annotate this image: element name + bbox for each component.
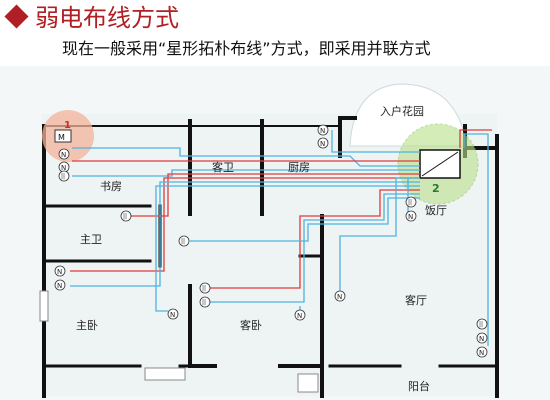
- cable-guestbed-1: [210, 189, 420, 289]
- room-balcony-label: 阳台: [408, 379, 430, 393]
- socket-p-label: ||: [479, 321, 483, 328]
- socket-n-study-1: [58, 148, 70, 160]
- room-garden-label: 入户花园: [380, 104, 424, 118]
- slide-header: 弱电布线方式 现在一般采用“星形拓朴布线”方式，即采用并联方式: [0, 0, 550, 66]
- room-living-label: 客厅: [405, 293, 427, 307]
- cable-garden-red: [459, 129, 492, 148]
- slide-title: 弱电布线方式: [35, 4, 179, 32]
- socket-n-label: N: [57, 282, 62, 290]
- socket-n-label: N: [337, 293, 342, 301]
- socket-p-dining: [405, 196, 417, 208]
- phone-socket-labels: || || || || || || ||: [61, 173, 483, 328]
- marker-1-label: 1: [64, 120, 71, 131]
- network-sockets: [54, 124, 488, 358]
- socket-n-label: N: [61, 151, 66, 159]
- socket-p-guestbath: [178, 235, 190, 247]
- cable-study-phone: [72, 169, 420, 177]
- cable-masterbed-2: [70, 181, 420, 287]
- window-west: [39, 290, 49, 322]
- socket-n-label: N: [320, 127, 325, 135]
- socket-p-guestbed-1: [199, 282, 211, 294]
- room-study-label: 书房: [100, 180, 122, 193]
- socket-p-guestbed-2: [199, 296, 211, 308]
- socket-p-living: [476, 318, 488, 330]
- socket-n-living-3: [476, 346, 488, 358]
- socket-n-guestbed: [294, 309, 306, 321]
- socket-n-masterbed-3: [167, 308, 179, 320]
- room-master-bed-label: 主卧: [76, 319, 98, 332]
- cable-masterbed-n: [155, 185, 420, 312]
- cable-bundle: [70, 129, 492, 346]
- room-kitchen-label: 厨房: [288, 161, 310, 174]
- cable-kitchen-n: [331, 130, 420, 153]
- socket-p-label: ||: [181, 238, 185, 245]
- room-labels: 书房 主卫 主卧 客卫 厨房 客卧 客厅 饭厅 入户花园 阳台: [76, 104, 447, 393]
- cable-guestbed-3: [190, 197, 420, 242]
- socket-n-label: N: [61, 164, 66, 172]
- socket-p-label: ||: [202, 299, 206, 306]
- cable-bath: [130, 173, 420, 217]
- title-bullet-icon: [4, 4, 29, 29]
- socket-p-label: ||: [61, 173, 65, 180]
- room-master-bath-label: 主卫: [80, 233, 102, 246]
- window-south-b: [297, 373, 319, 393]
- phone-sockets: [58, 170, 488, 330]
- socket-n-masterbed-1: [54, 265, 66, 277]
- socket-p-study: [58, 170, 70, 182]
- main-box-icon: [54, 129, 72, 143]
- socket-n-masterbed-2: [54, 279, 66, 291]
- socket-n-dining: [405, 210, 417, 222]
- socket-n-living-1: [334, 290, 346, 302]
- socket-n-kitchen-2: [317, 137, 329, 149]
- socket-n-label: N: [170, 311, 175, 319]
- room-dining-label: 饭厅: [425, 204, 447, 217]
- socket-n-kitchen-1: [317, 124, 329, 136]
- socket-n-label: N: [297, 312, 302, 320]
- socket-p-label: ||: [202, 285, 206, 292]
- socket-n-label: N: [320, 140, 325, 148]
- main-box-label: M: [58, 133, 65, 142]
- socket-n-label: N: [57, 268, 62, 276]
- socket-n-label: N: [479, 335, 484, 343]
- cable-masterbed-1: [70, 177, 420, 272]
- window-south-a: [144, 367, 186, 381]
- floor-plan-diagram: 1 M 2: [0, 66, 550, 400]
- room-guest-bath-label: 客卫: [212, 160, 234, 174]
- cable-living-n: [339, 177, 420, 294]
- socket-n-label: N: [408, 213, 413, 221]
- room-guest-bed-label: 客卧: [240, 318, 262, 332]
- socket-n-living-2: [476, 332, 488, 344]
- cable-study-n1: [72, 147, 420, 167]
- network-socket-labels: N N N N N N N N N N N N: [57, 127, 484, 357]
- socket-n-label: N: [479, 349, 484, 357]
- marker-2-label: 2: [432, 182, 440, 195]
- cable-guestbed-2: [210, 193, 420, 303]
- socket-p-bath: [120, 210, 132, 222]
- cable-living-right: [463, 133, 489, 346]
- hub-box-diagonal: [421, 151, 459, 177]
- slide-subtitle: 现在一般采用“星形拓朴布线”方式，即采用并联方式: [62, 39, 431, 58]
- socket-p-label: ||: [408, 199, 412, 206]
- socket-p-label: ||: [123, 213, 127, 220]
